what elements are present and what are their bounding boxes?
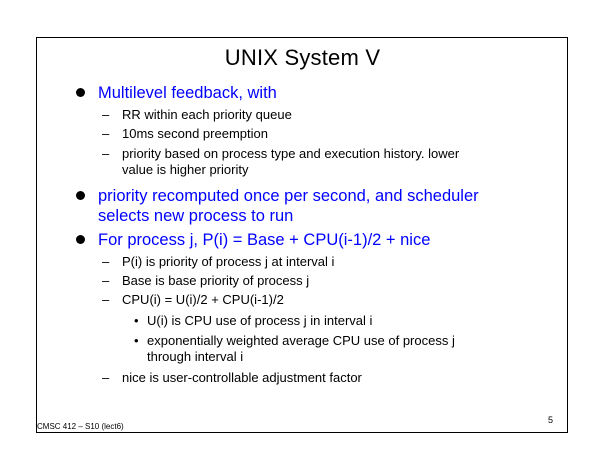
sub-bullet-text: nice is user-controllable adjustment fac… bbox=[122, 370, 362, 385]
dash-icon: – bbox=[102, 107, 110, 122]
sub-bullet-p-definition: – P(i) is priority of process j at inter… bbox=[102, 254, 335, 270]
sub-bullet-text: RR within each priority queue bbox=[122, 107, 292, 122]
sub-bullet-cpu-formula: – CPU(i) = U(i)/2 + CPU(i-1)/2 bbox=[102, 292, 284, 308]
bullet-text-line-2: selects new process to run bbox=[98, 207, 294, 225]
bullet-dot-icon bbox=[76, 88, 85, 97]
bullet-dot-icon bbox=[76, 235, 85, 244]
sub-sub-bullet-weighted-average: • exponentially weighted average CPU use… bbox=[134, 333, 455, 365]
sub-sub-bullet-text-line-1: exponentially weighted average CPU use o… bbox=[147, 333, 455, 348]
sub-bullet-base-definition: – Base is base priority of process j bbox=[102, 273, 310, 289]
slide-frame bbox=[36, 37, 568, 433]
footer-course-label: CMSC 412 – S10 (lect6) bbox=[37, 422, 124, 431]
dash-icon: – bbox=[102, 146, 110, 161]
bullet-text: For process j, P(i) = Base + CPU(i-1)/2 … bbox=[98, 231, 431, 249]
bullet-priority-recomputed: priority recomputed once per second, and… bbox=[76, 186, 479, 226]
sub-bullet-text: 10ms second preemption bbox=[122, 126, 268, 141]
bullet-dot-icon bbox=[76, 191, 85, 200]
sub-sub-bullet-u-definition: • U(i) is CPU use of process j in interv… bbox=[134, 313, 373, 329]
sub-sub-bullet-text: U(i) is CPU use of process j in interval… bbox=[147, 313, 373, 328]
sub-bullet-text: Base is base priority of process j bbox=[122, 273, 310, 288]
bullet-text-line-1: priority recomputed once per second, and… bbox=[98, 187, 479, 205]
sub-bullet-text: P(i) is priority of process j at interva… bbox=[122, 254, 335, 269]
small-bullet-icon: • bbox=[134, 313, 139, 328]
slide-title: UNIX System V bbox=[224, 45, 381, 70]
bullet-priority-formula: For process j, P(i) = Base + CPU(i-1)/2 … bbox=[76, 230, 431, 250]
bullet-multilevel-feedback: Multilevel feedback, with bbox=[76, 83, 277, 103]
footer-page-number: 5 bbox=[548, 415, 554, 425]
dash-icon: – bbox=[102, 126, 110, 141]
sub-bullet-text-line-1: priority based on process type and execu… bbox=[122, 146, 460, 161]
small-bullet-icon: • bbox=[134, 333, 139, 348]
sub-bullet-priority-based: – priority based on process type and exe… bbox=[102, 146, 460, 178]
sub-bullet-preemption: – 10ms second preemption bbox=[102, 126, 268, 142]
sub-sub-bullet-text-line-2: through interval i bbox=[147, 349, 244, 364]
sub-bullet-text-line-2: value is higher priority bbox=[122, 162, 249, 177]
sub-bullet-rr: – RR within each priority queue bbox=[102, 107, 292, 123]
sub-bullet-text: CPU(i) = U(i)/2 + CPU(i-1)/2 bbox=[122, 292, 284, 307]
bullet-text: Multilevel feedback, with bbox=[98, 84, 277, 102]
dash-icon: – bbox=[102, 292, 110, 307]
dash-icon: – bbox=[102, 273, 110, 288]
dash-icon: – bbox=[102, 254, 110, 269]
dash-icon: – bbox=[102, 370, 110, 385]
sub-bullet-nice-definition: – nice is user-controllable adjustment f… bbox=[102, 370, 362, 386]
